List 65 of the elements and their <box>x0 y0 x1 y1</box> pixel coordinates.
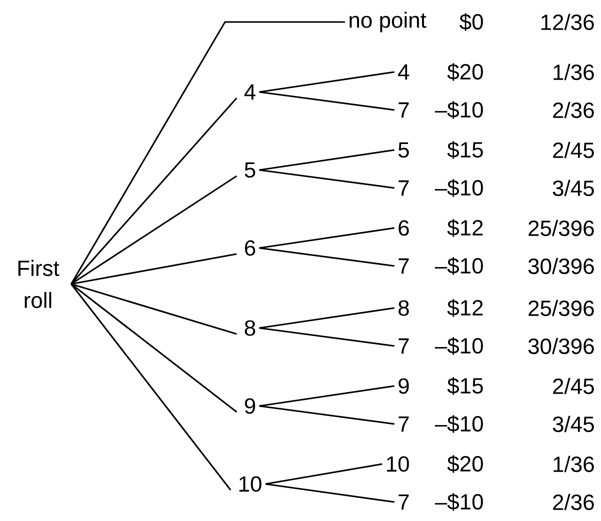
probability-label: 2/36 <box>553 494 594 510</box>
payoff-label: $0 <box>460 13 483 31</box>
probability-label: 12/36 <box>541 14 594 30</box>
payoff-label: $12 <box>447 219 483 237</box>
payoff-label: $20 <box>447 455 483 473</box>
branch-line <box>70 283 237 335</box>
branch-line <box>70 97 238 285</box>
branch-line <box>259 227 394 249</box>
probability-label: 2/45 <box>553 142 594 158</box>
branch-label: 4 <box>244 84 256 100</box>
branch-line <box>265 483 394 503</box>
outcome-label: 7 <box>398 494 409 510</box>
probability-label: 3/45 <box>552 416 594 432</box>
payoff-label: $15 <box>447 377 483 395</box>
probability-label: 1/36 <box>554 64 594 80</box>
branch-line <box>259 327 394 347</box>
branch-line <box>70 283 238 413</box>
outcome-label: 5 <box>398 142 409 158</box>
branch-label: 5 <box>244 162 256 178</box>
probability-label: 1/36 <box>554 456 594 472</box>
probability-label: 25/396 <box>528 220 594 236</box>
outcome-label: 6 <box>398 220 409 236</box>
branch-label: 10 <box>239 476 262 492</box>
outcome-label: 9 <box>398 378 409 394</box>
payoff-label: –$10 <box>434 337 483 355</box>
branch-label: 6 <box>245 240 256 256</box>
branch-line <box>71 253 237 285</box>
branch-line <box>259 307 394 329</box>
branch-line <box>259 91 394 111</box>
outcome-label: 8 <box>398 300 409 316</box>
probability-label: 2/36 <box>553 102 594 118</box>
probability-label: 25/396 <box>528 300 594 316</box>
branch-line <box>70 21 345 284</box>
probability-label: 30/396 <box>528 338 594 354</box>
probability-label: 2/45 <box>553 378 594 394</box>
outcome-label: 7 <box>398 416 409 432</box>
payoff-label: –$10 <box>434 179 483 197</box>
payoff-label: –$10 <box>434 415 483 433</box>
payoff-label: –$10 <box>434 257 483 275</box>
outcome-label: 7 <box>398 180 409 196</box>
branch-line <box>259 169 394 189</box>
outcome-label: 4 <box>398 64 410 80</box>
probability-label: 30/396 <box>528 258 594 274</box>
outcome-label: no point <box>350 12 426 32</box>
branch-label: 8 <box>244 320 256 336</box>
root-label: First roll <box>18 260 60 308</box>
payoff-label: –$10 <box>434 493 483 511</box>
outcome-label: 10 <box>387 456 409 472</box>
branch-line <box>259 71 394 93</box>
branch-line <box>265 463 382 485</box>
branch-line <box>259 247 394 267</box>
branch-label: 9 <box>244 398 256 414</box>
probability-label: 3/45 <box>552 180 594 196</box>
branch-line <box>259 385 394 407</box>
payoff-label: $15 <box>447 141 483 159</box>
outcome-label: 7 <box>398 258 409 274</box>
payoff-label: $20 <box>447 63 483 81</box>
branch-line <box>70 175 238 285</box>
payoff-label: –$10 <box>434 101 483 119</box>
branch-line <box>259 405 394 425</box>
branch-line <box>70 284 232 490</box>
payoff-label: $12 <box>447 299 483 317</box>
outcome-label: 7 <box>398 338 409 354</box>
branch-line <box>259 149 394 171</box>
outcome-label: 7 <box>398 102 409 118</box>
